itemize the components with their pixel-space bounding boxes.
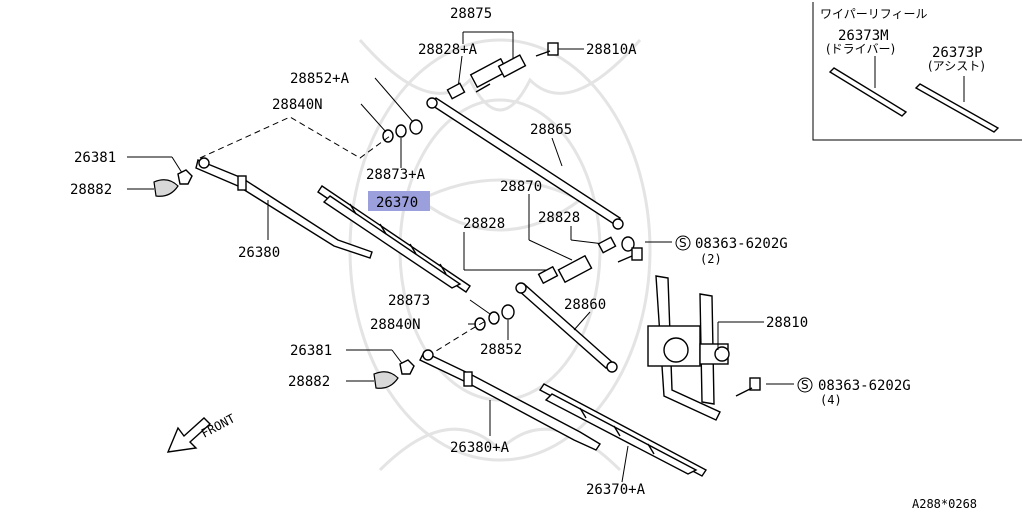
inset-assist-note: (アシスト) [928,59,985,73]
s-marker-bottom: S [797,377,813,393]
wiper-arm-26380a [419,349,601,451]
svg-text:S: S [679,236,687,250]
upper-pivot-assembly [446,31,584,100]
label-26380a: 26380+A [450,440,510,456]
label-28840n-top: 28840N [272,97,323,113]
wiper-motor-bracket-28810 [647,275,794,421]
label-28852a: 28852+A [290,71,350,87]
label-08363-top-qty: (2) [700,252,722,266]
watermark-crest [348,38,652,472]
link-rod-28865 [426,97,624,230]
label-28828-right: 28828 [538,210,580,226]
inset-driver-note: (ドライバー) [826,42,895,56]
label-26381-top: 26381 [74,150,116,166]
label-26380: 26380 [238,245,280,261]
label-28873: 28873 [388,293,430,309]
svg-text:S: S [801,378,809,392]
label-28810a: 28810A [586,42,637,58]
label-08363-bottom-qty: (4) [820,393,842,407]
label-28882-bottom: 28882 [288,374,330,390]
diagram-code: A288*0268 [912,497,977,511]
label-28875: 28875 [450,6,492,22]
refill-inset [812,2,1022,141]
front-direction-arrow [166,417,212,453]
label-08363-top: 08363-6202G [695,236,788,252]
label-28882-top: 28882 [70,182,112,198]
label-28865: 28865 [530,122,572,138]
label-28852: 28852 [480,342,522,358]
label-28873a: 28873+A [366,167,426,183]
inset-driver-part: 26373M [838,28,889,44]
label-26370: 26370 [376,195,418,211]
label-28810: 28810 [766,315,808,331]
label-26370a: 26370+A [586,482,646,498]
wiper-arm-26380 [195,157,373,259]
upper-washers [199,77,423,168]
lower-nut-cap [346,349,415,389]
inset-title: ワイパーリフィール [820,7,928,21]
label-26381-bottom: 26381 [290,343,332,359]
label-28870: 28870 [500,179,542,195]
s-marker-top: S [675,235,691,251]
label-28860: 28860 [564,297,606,313]
inset-assist-part: 26373P [932,45,983,61]
label-08363-bottom: 08363-6202G [818,378,911,394]
label-28840n-bottom: 28840N [370,317,421,333]
lower-washers [427,299,515,357]
label-28828-left: 28828 [463,216,505,232]
upper-nut-cap [127,156,193,197]
label-28828a: 28828+A [418,42,478,58]
lower-pivot-assembly [463,194,672,285]
link-rod-28860 [515,282,618,373]
wiper-blade-26370 [317,185,471,293]
wiper-blade-26370a [538,383,708,483]
highlight-26370 [368,191,430,211]
label-front: FRONT [199,411,237,440]
